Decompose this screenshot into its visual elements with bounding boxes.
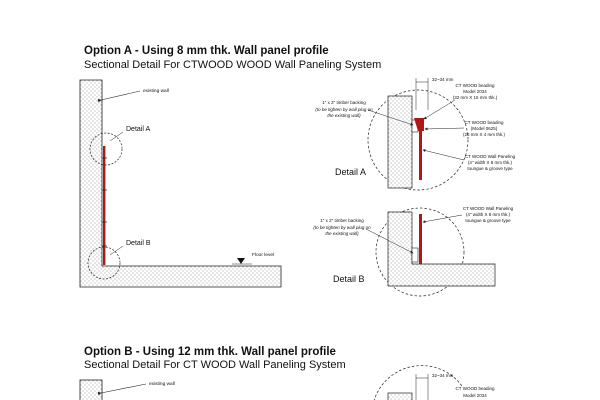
detail-b-panel xyxy=(419,214,422,264)
detail-a-beading-top-line-3: (32 mm X 15 mm thk.) xyxy=(453,95,498,100)
detail-b-backing-line-1: 1" x 2" timber backing xyxy=(320,218,364,223)
detail-b-paneling-line-1: CT WOOD Wall Paneling xyxy=(463,206,514,211)
detail-a-backing-line-2: (to be tighten by wall plug on xyxy=(315,107,373,112)
detail-a-panel xyxy=(419,126,422,180)
option-b-subtitle: Sectional Detail For CT WOOD Wall Paneli… xyxy=(84,359,346,371)
detail-a-dimension: 32~34 mm xyxy=(432,77,454,82)
detail-b-marker-label: Detail B xyxy=(126,240,151,247)
detail-b-paneling-line-3: toungue & groove type xyxy=(465,218,511,223)
detail-b-backing-line-2: (to be tighten by wall plug on xyxy=(313,225,371,230)
existing-wall-label: existing wall xyxy=(143,88,169,94)
detail-b-title: Detail B xyxy=(333,274,365,284)
timber-backing-markers xyxy=(102,157,107,247)
option-b-main-section: existing wall xyxy=(79,379,175,400)
option-b-model-label: Model 2034 xyxy=(463,393,487,398)
option-b-detail-partial: 32~34 mm CT WOOD beading Model 2034 xyxy=(373,365,495,400)
detail-a-paneling-line-2: (4" width X 8 mm thk.) xyxy=(468,160,513,165)
detail-a-enlarged: 32~34 mm 1" x 2" timber backing (to be t… xyxy=(315,77,516,191)
wall-panel xyxy=(103,146,106,265)
option-a-title: Option A - Using 8 mm thk. Wall panel pr… xyxy=(84,45,329,57)
detail-b-backing-line-3: the existing wall) xyxy=(325,231,359,236)
detail-b-paneling-line-2: (4" width X 8 mm thk.) xyxy=(466,212,511,217)
detail-b-enlarged: 1" x 2" timber backing (to be tighten by… xyxy=(313,206,514,297)
detail-a-circle xyxy=(89,132,123,166)
option-a-main-section: existing wall Detail A Detail B Floor le… xyxy=(79,79,282,288)
detail-a-beading-top-line-2: Model 2034 xyxy=(463,89,487,94)
detail-a-beading-mid-line-2: (Model 0625) xyxy=(471,126,498,131)
option-b-wall xyxy=(79,379,103,400)
option-b-title: Option B - Using 12 mm thk. Wall panel p… xyxy=(84,346,336,358)
detail-a-paneling-line-3: toungue & groove type xyxy=(467,166,513,171)
detail-a-paneling-line-1: CT WOOD Wall Paneling xyxy=(465,154,516,159)
option-b-existing-wall-label: existing wall xyxy=(149,381,175,387)
floor-level-symbol xyxy=(237,258,245,264)
detail-a-backing-line-3: the existing wall) xyxy=(327,113,361,118)
detail-b-wall-floor xyxy=(387,211,496,287)
detail-a-wall xyxy=(387,95,413,189)
detail-a-backing-line-1: 1" x 2" timber backing xyxy=(322,100,366,105)
detail-a-title: Detail A xyxy=(335,167,366,177)
existing-wall-leader xyxy=(97,90,141,103)
wall-floor-section xyxy=(79,79,282,288)
detail-a-beading-mid-line-3: (25 mm X 4 mm thk.) xyxy=(463,132,506,137)
option-a-subtitle: Sectional Detail For CTWOOD WOOD Wall Pa… xyxy=(84,59,382,71)
floor-level-label: Floor level xyxy=(252,252,274,258)
detail-a-beading-mid-line-1: CT WOOD beading xyxy=(465,120,504,125)
option-b-beading-label: CT WOOD beading xyxy=(456,386,495,391)
option-b-dimension: 32~34 mm xyxy=(432,373,454,378)
detail-a-marker-label: Detail A xyxy=(126,126,150,133)
detail-b-timber-backing xyxy=(411,247,419,263)
detail-b-circle xyxy=(87,246,121,280)
detail-a-beading-top-line-1: CT WOOD beading xyxy=(456,83,495,88)
